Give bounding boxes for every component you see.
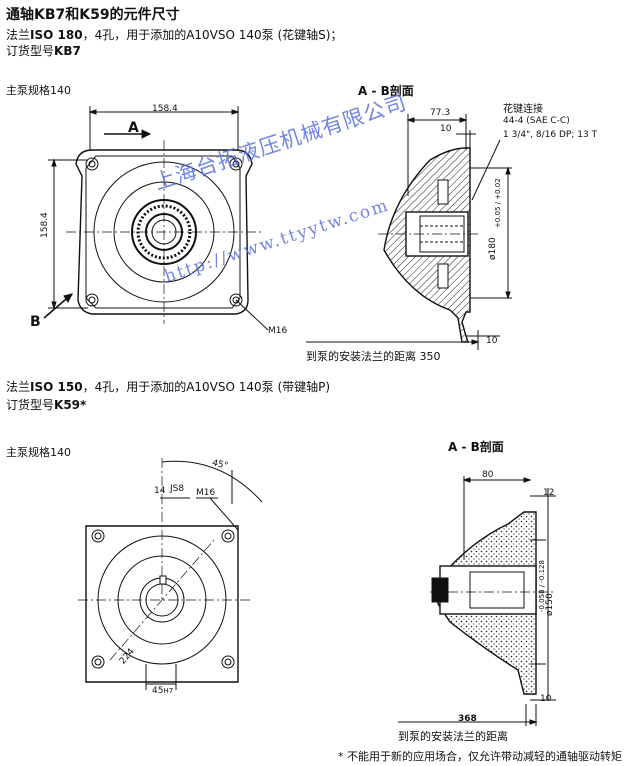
kb7-label-b: B: [30, 314, 41, 330]
kb7-section-label: A - B剖面: [358, 84, 414, 98]
k59-dim-14: 14: [154, 486, 166, 496]
kb7-order-prefix: 订货型号: [6, 44, 55, 58]
kb7-order: 订货型号KB7: [6, 42, 81, 59]
kb7-spline-std: 44-4 (SAE C-C): [503, 116, 570, 126]
k59-dim-45h7: 45H7: [152, 686, 173, 696]
k59-flange-desc: 法兰ISO 150，4孔，用于添加的A10VSO 140泵 (带键轴P): [6, 378, 330, 395]
kb7-spline-title: 花键连接: [503, 104, 543, 115]
kb7-dim-10a: 10: [440, 124, 452, 134]
k59-front-view: [78, 458, 263, 690]
kb7-dim-773: 77.3: [430, 108, 451, 118]
kb7-dim-158-top: 158.4: [152, 104, 178, 114]
kb7-flange-desc: 法兰ISO 180，4孔，用于添加的A10VSO 140泵 (花键轴S)；: [6, 26, 342, 43]
k59-dim-js8: JS8: [170, 484, 185, 494]
k59-dim-80: 80: [482, 470, 494, 480]
kb7-order-code: KB7: [54, 44, 81, 58]
kb7-flange-prefix: 法兰: [6, 28, 31, 42]
kb7-dim-10b: 10: [486, 336, 498, 346]
kb7-pump-size: 主泵规格140: [6, 84, 71, 97]
k59-order: 订货型号K59*: [6, 396, 86, 413]
kb7-spline-spec: 1 3/4", 8/16 DP; 13 T: [503, 130, 598, 140]
k59-order-prefix: 订货型号: [6, 398, 55, 412]
k59-section-label: A - B剖面: [448, 440, 504, 454]
kb7-distance: 到泵的安装法兰的距离 350: [306, 350, 441, 363]
k59-dim-m16: M16: [196, 488, 216, 498]
kb7-label-a: A: [128, 120, 139, 136]
k59-order-code: K59*: [54, 398, 87, 412]
k59-distance: 到泵的安装法兰的距离: [398, 730, 508, 743]
k59-dim-10: 10: [540, 694, 552, 704]
k59-dim-12: 12: [543, 488, 555, 498]
k59-flange-prefix: 法兰: [6, 380, 31, 394]
kb7-bolt-label: M16: [268, 326, 288, 336]
footnote: * 不能用于新的应用场合，仅允许带动减轻的通轴驱动转矩: [338, 750, 622, 763]
kb7-section-view: [306, 114, 512, 350]
kb7-flange-bold: ISO 180: [30, 28, 83, 42]
k59-dim-h7: H7: [163, 687, 174, 695]
k59-flange-rest: ，4孔，用于添加的A10VSO 140泵 (带键轴P): [82, 380, 331, 394]
k59-dim-45: 45: [152, 686, 164, 696]
kb7-front-view: [43, 106, 269, 331]
k59-section-view: [398, 476, 556, 726]
page-title: 通轴KB7和K59的元件尺寸: [6, 7, 180, 23]
k59-flange-bold: ISO 150: [30, 380, 83, 394]
kb7-flange-rest: ，4孔，用于添加的A10VSO 140泵 (花键轴S)；: [82, 28, 343, 42]
k59-dim-368: 368: [458, 714, 477, 724]
k59-pump-size: 主泵规格140: [6, 446, 71, 459]
